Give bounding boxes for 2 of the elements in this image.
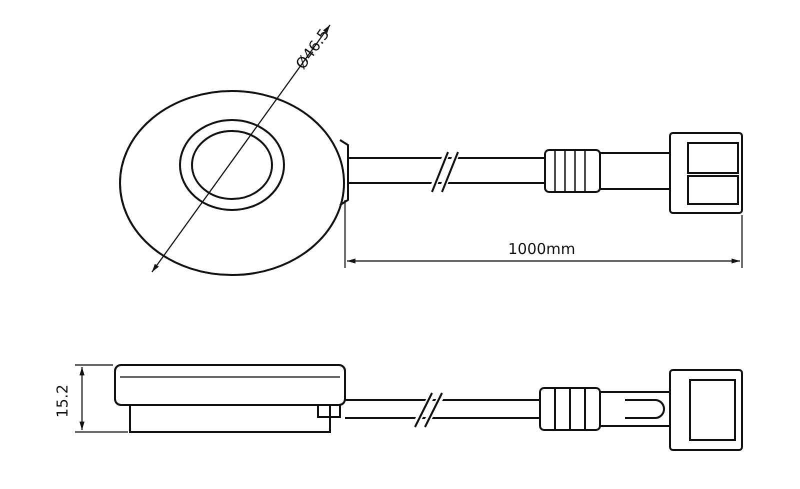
dimension-label: 1000mm <box>508 240 576 258</box>
dimension-label: 15.2 <box>54 384 72 418</box>
